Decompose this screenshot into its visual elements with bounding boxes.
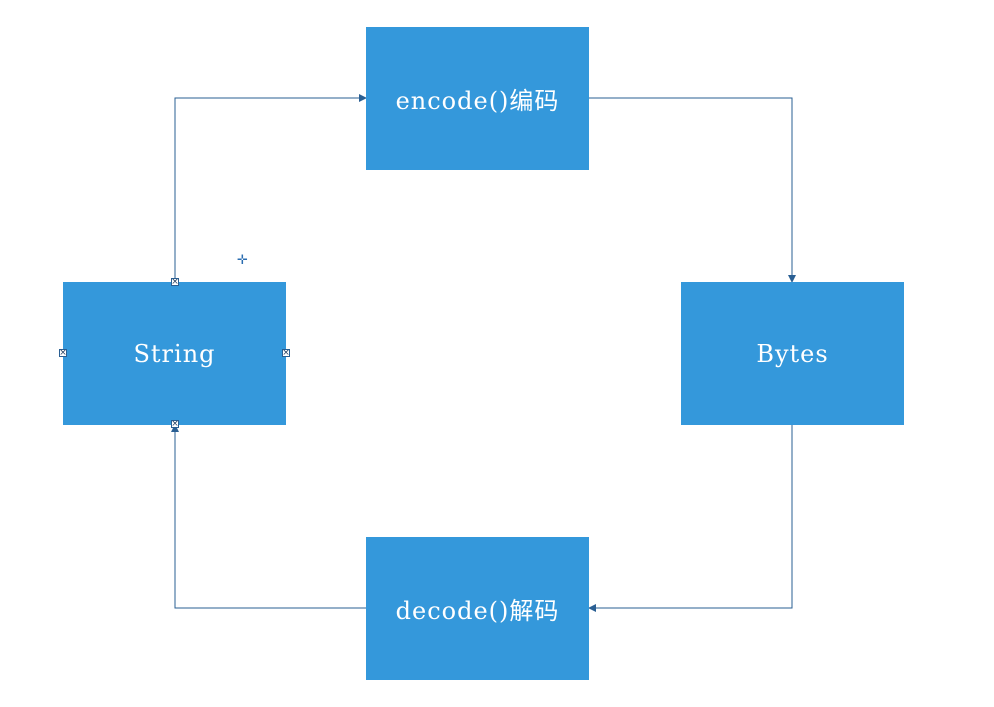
edge-decode-to-string[interactable] bbox=[171, 424, 366, 609]
crosshair-cursor-icon: ✛ bbox=[237, 253, 248, 268]
connection-handle-top-icon[interactable]: × bbox=[171, 277, 179, 287]
node-decode[interactable]: decode()解码 bbox=[366, 537, 589, 680]
connection-handle-right-icon[interactable]: × bbox=[282, 348, 290, 358]
node-bytes[interactable]: Bytes bbox=[681, 282, 904, 425]
node-encode[interactable]: encode()编码 bbox=[366, 27, 589, 170]
node-encode-label: encode()编码 bbox=[395, 87, 560, 115]
node-decode-label: decode()解码 bbox=[395, 597, 560, 625]
edge-encode-to-bytes[interactable] bbox=[589, 97, 796, 283]
node-bytes-label: Bytes bbox=[756, 339, 829, 368]
node-string-label: String bbox=[133, 339, 216, 368]
edge-string-to-encode[interactable] bbox=[174, 94, 367, 282]
edge-bytes-to-decode[interactable] bbox=[588, 425, 793, 612]
node-string[interactable]: String bbox=[63, 282, 286, 425]
connection-handle-left-icon[interactable]: × bbox=[59, 348, 67, 358]
connection-handle-bottom-icon[interactable]: × bbox=[171, 419, 179, 429]
